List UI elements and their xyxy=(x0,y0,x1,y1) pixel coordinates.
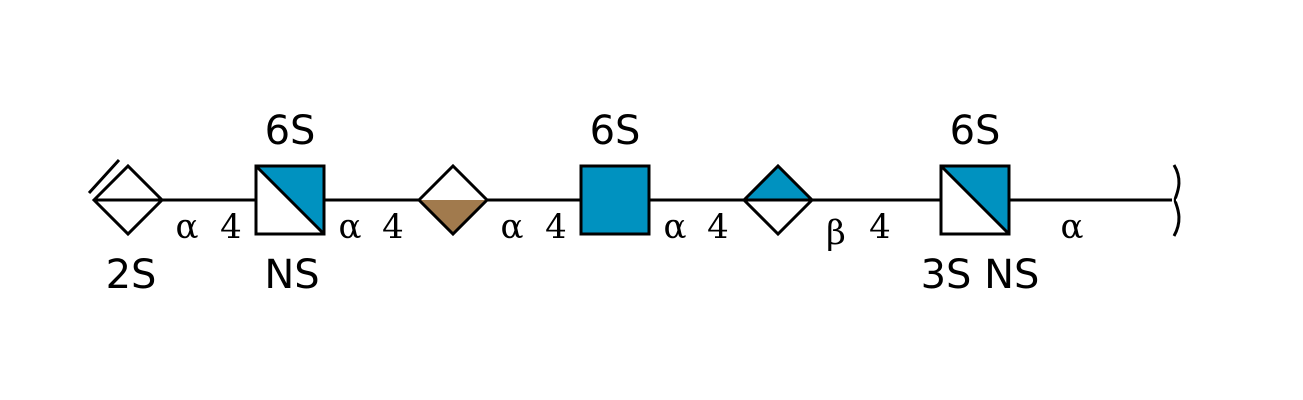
linkage-1-anomer: α xyxy=(176,207,199,247)
linkage-4-anomer: α xyxy=(664,207,687,247)
residue-6-modification-above: 6S xyxy=(950,108,1001,154)
residue-2-modification-above: 6S xyxy=(265,108,316,154)
residue-1-modification-below: 2S xyxy=(106,252,157,298)
glc-blue-square-icon xyxy=(579,164,651,236)
glcn-split-square-icon xyxy=(254,164,326,236)
linkage-5-anomer: β xyxy=(826,213,846,253)
residue-6-modification-below: 3S NS xyxy=(921,252,1040,298)
residue-4-modification-above: 6S xyxy=(590,108,641,154)
linkage-3-anomer: α xyxy=(501,207,524,247)
linkage-6-anomer: α xyxy=(1061,207,1084,247)
linkage-2-position: 4 xyxy=(382,207,404,247)
blue-half-diamond-icon xyxy=(741,163,815,237)
residue-2-modification-below: NS xyxy=(264,252,319,298)
brown-half-diamond-icon xyxy=(416,163,490,237)
linkage-4-position: 4 xyxy=(707,207,729,247)
linkage-2-anomer: α xyxy=(339,207,362,247)
ido-diamond-icon xyxy=(87,158,165,237)
reducing-end-bracket xyxy=(1172,164,1181,237)
glcn-split-square-icon xyxy=(939,164,1011,236)
linkage-3-position: 4 xyxy=(545,207,567,247)
linkage-1-position: 4 xyxy=(220,207,242,247)
linkage-5-position: 4 xyxy=(869,207,891,247)
